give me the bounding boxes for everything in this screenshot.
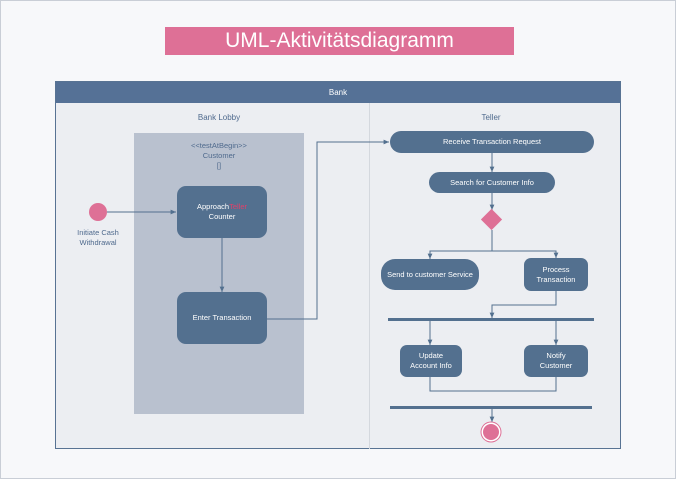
action-send-to-customer-service[interactable]: Send to customer Service: [381, 259, 479, 290]
edge-decision-to-send: [427, 230, 493, 259]
partition-name: Customer: [202, 151, 236, 160]
edge-enter-to-receive: [267, 139, 389, 320]
initial-node-label: Initiate Cash Withdrawal: [61, 228, 135, 248]
lane-label-bank-lobby: Bank Lobby: [197, 113, 241, 122]
partition-stereotype: <<testAtBegin>>: [191, 141, 247, 150]
action-notify-line2: Customer: [539, 361, 573, 370]
initial-node: [89, 203, 107, 221]
action-update-line2: Account Info: [410, 361, 452, 370]
partition-marker: []: [216, 161, 222, 170]
action-update-account-info[interactable]: Update Account Info: [400, 345, 462, 377]
action-process-transaction[interactable]: Process Transaction: [524, 258, 588, 291]
action-process-line1: Process: [542, 264, 570, 274]
join-bar: [390, 406, 592, 409]
action-search-customer-info[interactable]: Search for Customer Info: [429, 172, 555, 193]
lane-divider: [369, 103, 370, 449]
initial-node-label-line1: Initiate Cash: [77, 228, 119, 237]
edge-decision-to-process: [492, 250, 559, 258]
action-approach-line1: ApproachTeller: [196, 202, 248, 211]
lane-label-teller: Teller: [481, 113, 501, 122]
action-notify-line1: Notify: [546, 351, 566, 360]
customer-partition: <<testAtBegin>> Customer []: [134, 133, 304, 414]
edge-process-to-fork: [489, 291, 557, 318]
action-process-line2: Transaction: [536, 274, 576, 284]
edge-update-to-join: [429, 377, 492, 392]
action-approach-teller-counter[interactable]: ApproachTeller Counter: [177, 186, 267, 238]
action-notify-customer[interactable]: Notify Customer: [524, 345, 588, 377]
action-receive-transaction-request[interactable]: Receive Transaction Request: [390, 131, 594, 153]
initial-node-label-line2: Withdrawal: [79, 238, 117, 247]
customer-partition-label: <<testAtBegin>> Customer []: [134, 141, 304, 171]
action-update-line1: Update: [418, 351, 444, 360]
diagram-title: UML-Aktivitätsdiagramm: [165, 27, 514, 55]
final-node: [483, 424, 499, 440]
bank-frame-header: Bank: [56, 82, 620, 103]
action-enter-transaction[interactable]: Enter Transaction: [177, 292, 267, 344]
fork-bar: [388, 318, 594, 321]
edge-notify-to-join: [492, 377, 557, 392]
action-approach-line2: Counter: [208, 212, 236, 221]
